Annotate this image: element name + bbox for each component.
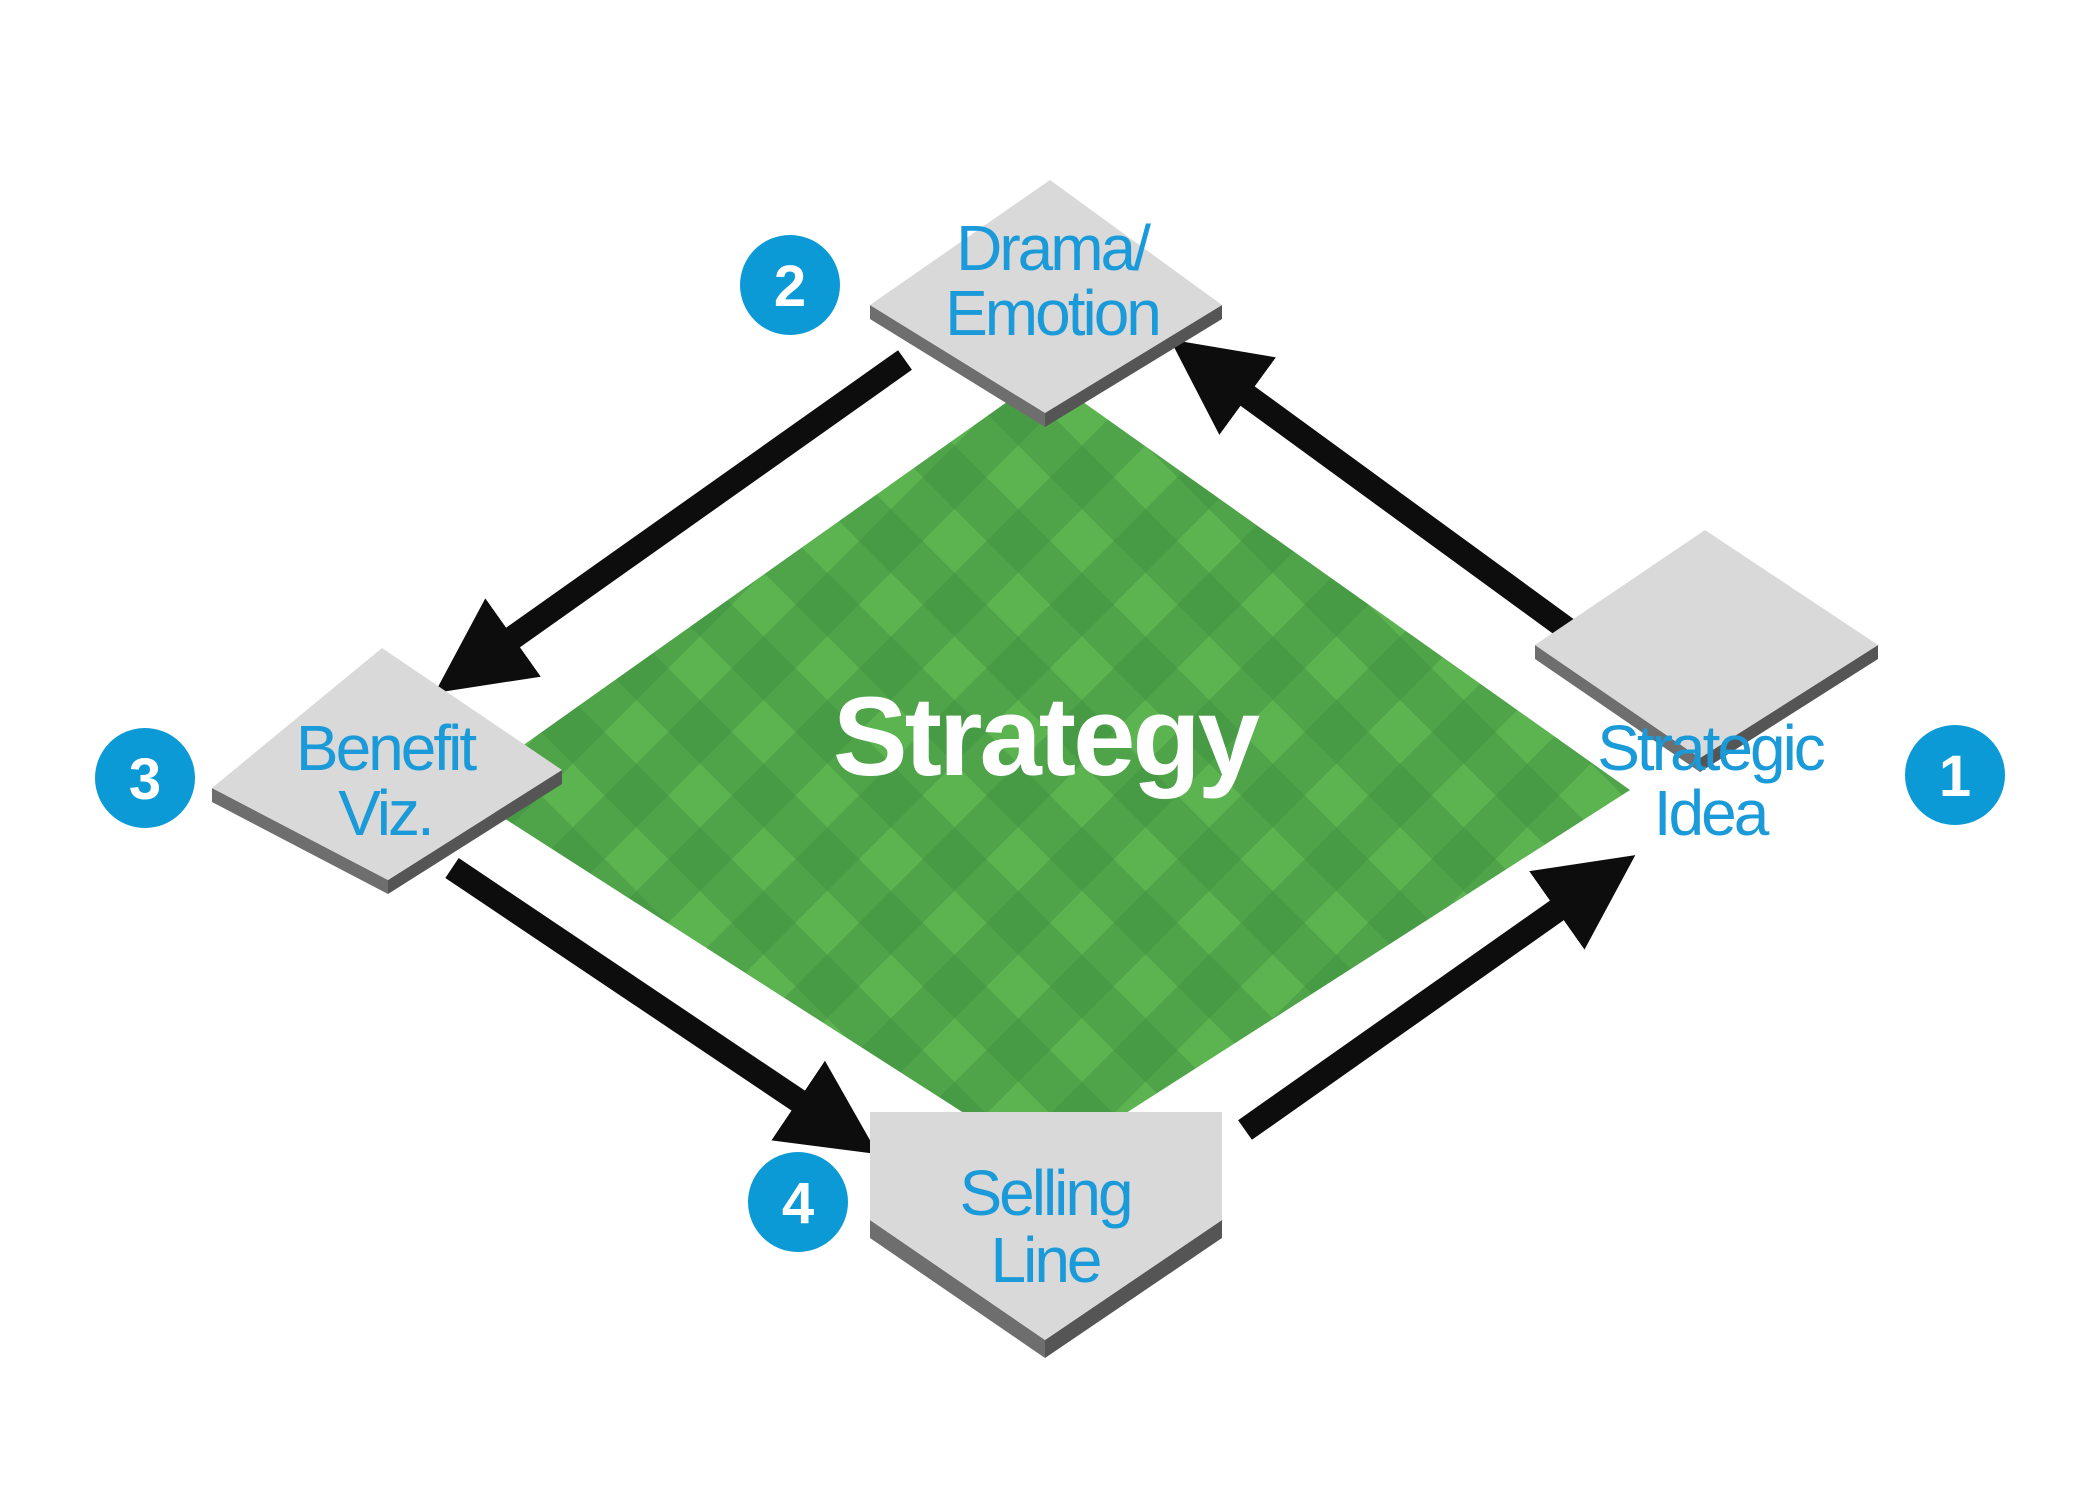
base-side-left — [870, 1220, 1045, 1358]
center-title: Strategy — [833, 674, 1260, 799]
arrow-icon — [445, 858, 878, 1155]
arrow-icon — [434, 350, 912, 693]
base-label-line-2: Viz. — [338, 777, 432, 849]
base-side-left — [1535, 645, 1700, 772]
base-plate — [870, 180, 1222, 413]
base-label-line-1: Benefit — [296, 712, 477, 784]
base-side-left — [212, 788, 388, 894]
number-badge-icon: 4 — [748, 1152, 848, 1252]
base-side-right — [1700, 645, 1878, 772]
field-diamond — [460, 375, 1630, 1165]
number-badge-icon: 1 — [1905, 725, 2005, 825]
flow-arrows — [434, 339, 1638, 1155]
arrow-icon — [1170, 339, 1638, 685]
badge-number: 3 — [129, 747, 161, 812]
badge-number: 2 — [774, 254, 806, 319]
base-side-right — [1045, 1220, 1222, 1358]
base-plate — [1535, 530, 1878, 758]
base-side-right — [1045, 305, 1222, 427]
base-plate — [212, 648, 562, 880]
base-label-line-1: Strategic — [1597, 712, 1825, 784]
number-badge-icon: 2 — [740, 235, 840, 335]
base-label-line-2: Idea — [1654, 777, 1770, 849]
badge-number: 1 — [1939, 744, 1971, 809]
arrow-icon — [1238, 855, 1636, 1140]
field — [460, 375, 1630, 1165]
number-badge-icon: 3 — [95, 728, 195, 828]
base-label-line-1: Selling — [959, 1157, 1130, 1229]
badge-number: 4 — [782, 1171, 814, 1236]
base-side-left — [870, 305, 1045, 427]
base-label-line-2: Line — [991, 1224, 1100, 1296]
base-selling-line[interactable]: Selling Line — [870, 1112, 1222, 1358]
base-strategic-idea[interactable]: Strategic Idea — [1535, 530, 1878, 849]
base-label-line-1: Drama/ — [956, 212, 1151, 284]
base-plate — [870, 1112, 1222, 1340]
base-label-line-2: Emotion — [945, 277, 1159, 349]
base-benefit-viz[interactable]: Benefit Viz. — [212, 648, 562, 894]
base-side-right — [388, 770, 562, 894]
base-drama-emotion[interactable]: Drama/ Emotion — [870, 180, 1222, 427]
